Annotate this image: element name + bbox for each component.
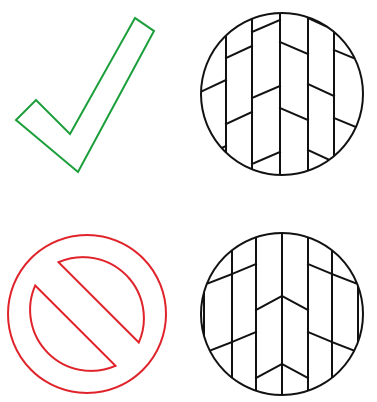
prohibited-icon bbox=[4, 232, 172, 398]
incorrect-indicator bbox=[4, 232, 172, 398]
check-icon bbox=[8, 14, 163, 176]
offset-vertical-plank-pattern bbox=[196, 8, 368, 180]
aligned-vertical-plank-pattern bbox=[196, 228, 368, 400]
incorrect-pattern-sample bbox=[196, 228, 368, 400]
correct-indicator bbox=[8, 14, 163, 176]
correct-pattern-sample bbox=[196, 8, 368, 180]
